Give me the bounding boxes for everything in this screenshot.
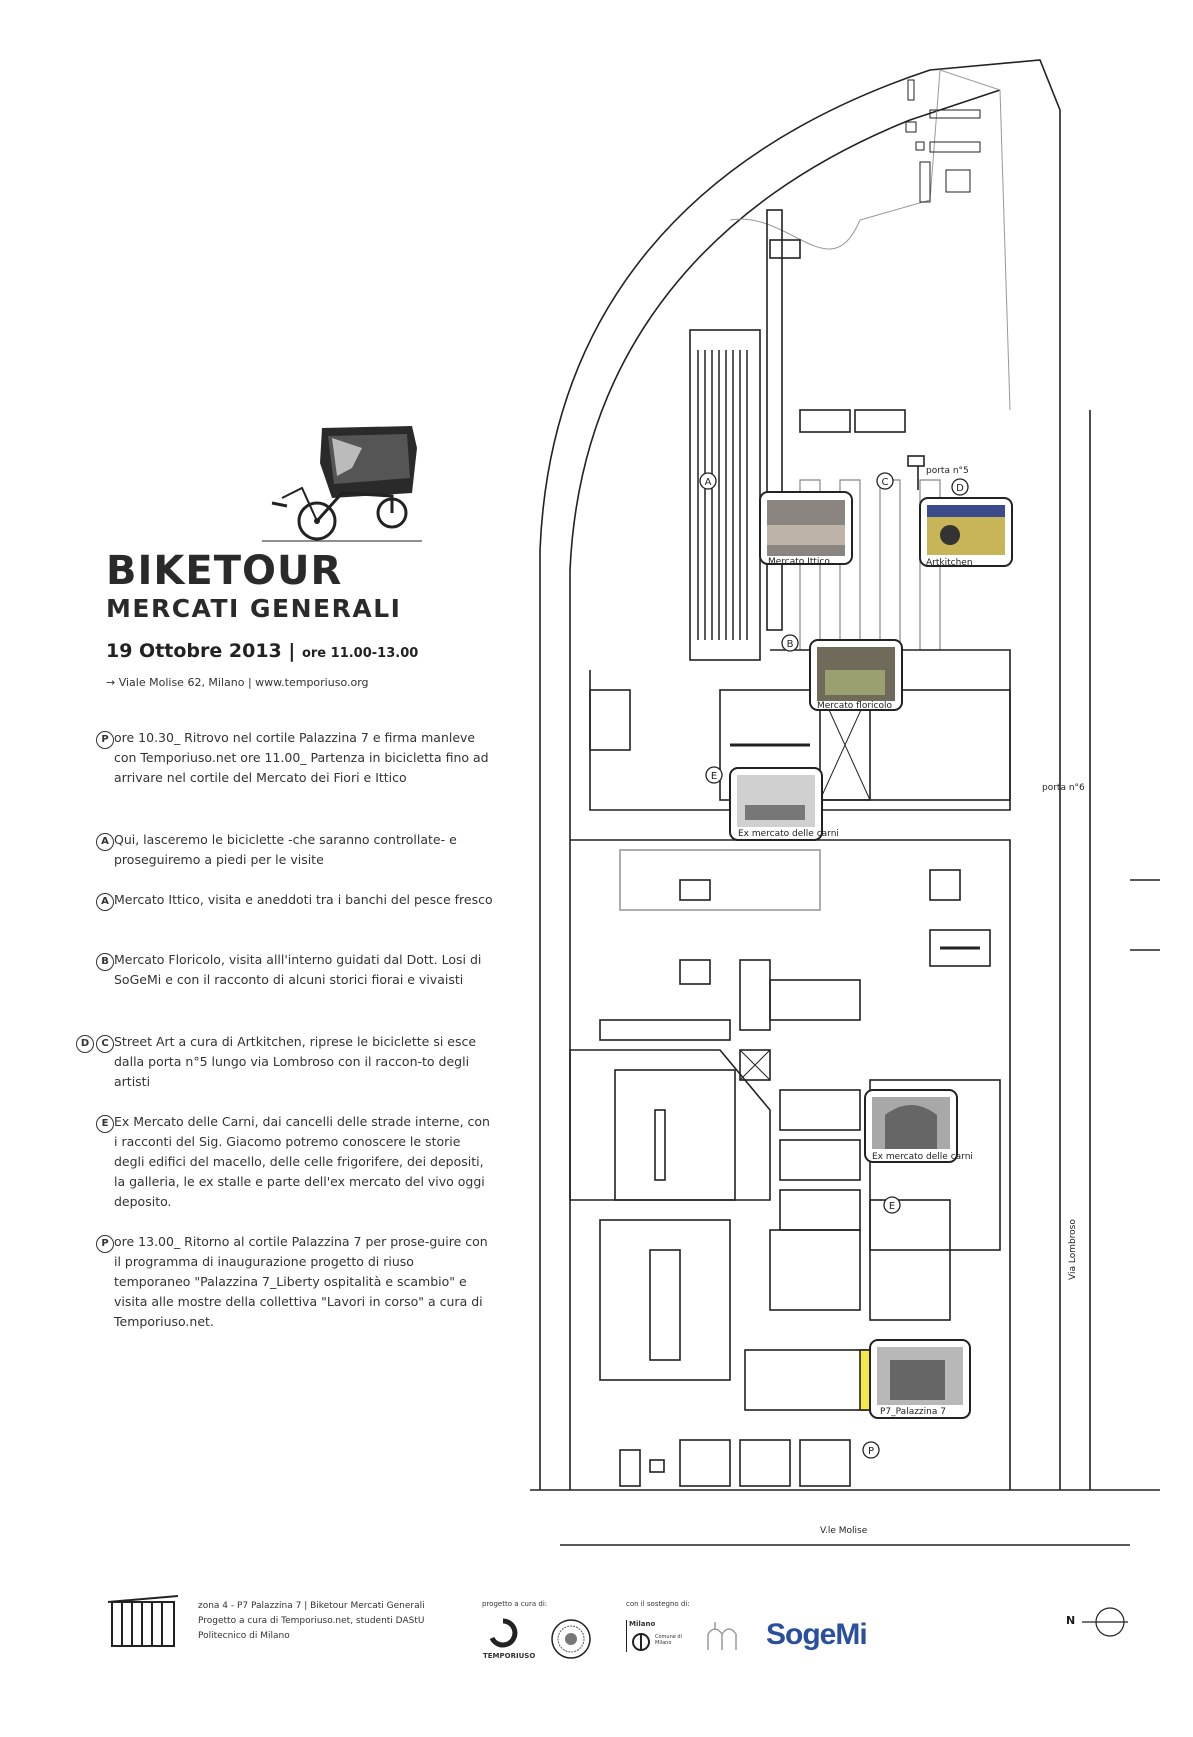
via-lombroso-label: Via Lombroso (1068, 1219, 1078, 1280)
marker-a: A (40, 830, 114, 851)
politecnico-seal (551, 1619, 591, 1659)
map-marker-p: P (868, 1446, 874, 1457)
photo-callout-ex-mercato-carni-north: Ex mercato delle carni (729, 767, 839, 841)
palazzina-logo (108, 1595, 178, 1647)
comune-milano-logo: Milano Comune di Milano (626, 1620, 685, 1652)
marker-e: E (40, 1112, 114, 1133)
temporiuso-logo-text: TEMPORIUSO (483, 1652, 536, 1660)
title-mercati-generali: MERCATI GENERALI (106, 594, 402, 623)
zona4-logo (707, 1622, 737, 1650)
marker-p: P (40, 1232, 114, 1253)
map-marker-a: A (705, 477, 712, 488)
map-marker-c: C (882, 477, 889, 488)
svg-text:Artkitchen: Artkitchen (926, 558, 973, 568)
gate-6-label: porta n°6 (1042, 783, 1085, 793)
date-text: 19 Ottobre 2013 | (106, 640, 296, 662)
event-date: 19 Ottobre 2013 | ore 11.00-13.00 (106, 640, 418, 662)
address-line: → Viale Molise 62, Milano | www.temporiu… (106, 676, 369, 689)
map-marker-e: E (889, 1201, 895, 1212)
footer-credits: zona 4 - P7 Palazzina 7 | Biketour Merca… (198, 1601, 425, 1641)
comune-crest-icon (632, 1633, 650, 1651)
title-biketour: BIKETOUR (106, 548, 343, 594)
curated-by-label: progetto a cura di: (482, 1600, 548, 1608)
hours-text: ore 11.00-13.00 (301, 646, 419, 661)
map-marker-b: B (787, 639, 794, 650)
rickshaw-illustration (262, 426, 422, 542)
svg-text:Ex mercato delle carni: Ex mercato delle carni (872, 1152, 973, 1162)
building-mercato-ittico (689, 329, 761, 661)
photo-callout-mercato-ittico: Mercato Ittico (759, 491, 853, 567)
site-boundary (539, 59, 1061, 1490)
svg-text:Ex mercato delle carni: Ex mercato delle carni (738, 829, 839, 839)
marker-p: P (40, 728, 114, 749)
photo-callout-artkitchen: Artkitchen (919, 497, 1013, 568)
viale-molise-label: V.le Molise (820, 1526, 868, 1536)
site-map: A B C D E E P porta n°5 porta n°6 Via Lo… (530, 59, 1160, 1546)
temporiuso-logo (489, 1618, 518, 1648)
svg-text:Mercato Ittico: Mercato Ittico (768, 557, 830, 567)
photo-callout-palazzina-7: P7_Palazzina 7 (869, 1339, 971, 1419)
marker-b: B (40, 950, 114, 971)
photo-callout-ex-mercato-carni-south: Ex mercato delle carni (864, 1089, 973, 1163)
north-label: N (1066, 1614, 1076, 1627)
support-label: con il sostegno di: (626, 1600, 690, 1608)
sogemi-logo: SogeMi (766, 1618, 868, 1651)
gate-5-label: porta n°5 (926, 466, 969, 476)
map-marker-d: D (956, 483, 964, 494)
svg-text:P7_Palazzina 7: P7_Palazzina 7 (880, 1407, 946, 1417)
svg-text:Mercato floricolo: Mercato floricolo (817, 701, 892, 711)
north-arrow-icon (1082, 1607, 1128, 1637)
photo-callout-mercato-floricolo: Mercato floricolo (809, 639, 903, 711)
map-marker-e: E (711, 771, 717, 782)
marker-a: A (40, 890, 114, 911)
building-ex-mercato-carni (614, 1069, 736, 1201)
